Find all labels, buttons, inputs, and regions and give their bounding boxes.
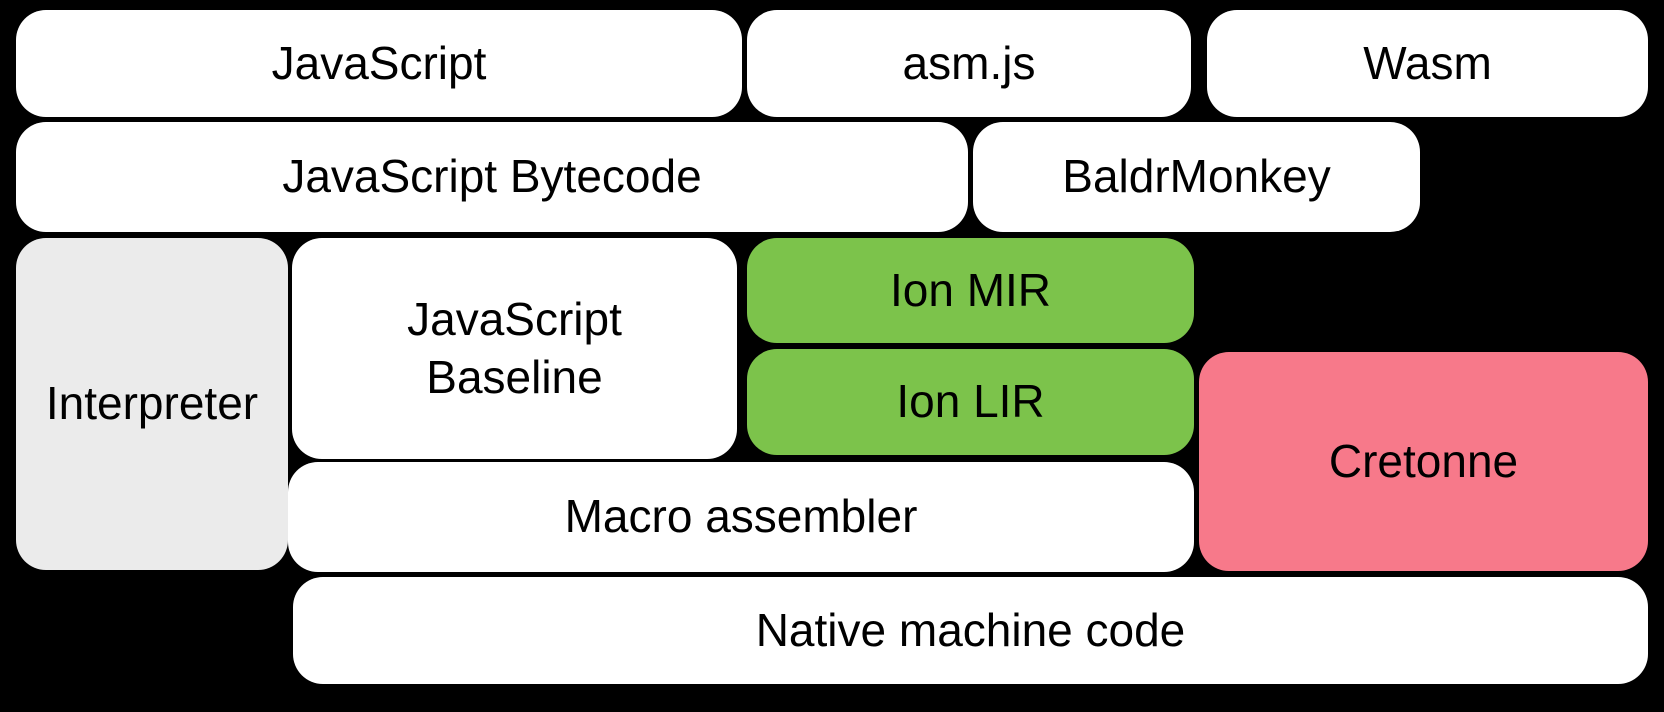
node-javascript-baseline-label: JavaScript Baseline: [407, 293, 622, 403]
node-ion-mir-label: Ion MIR: [889, 263, 1052, 316]
node-native-machine-code-label: Native machine code: [755, 603, 1186, 656]
node-ion-mir: Ion MIR: [747, 238, 1194, 343]
node-interpreter-label: Interpreter: [45, 377, 259, 430]
node-native-machine-code: Native machine code: [293, 577, 1648, 684]
node-asmjs: asm.js: [747, 10, 1191, 117]
node-wasm-label: Wasm: [1363, 36, 1492, 89]
node-baldrmonkey: BaldrMonkey: [973, 122, 1420, 232]
node-interpreter: Interpreter: [16, 238, 288, 570]
node-javascript-label: JavaScript: [271, 36, 487, 89]
node-javascript-bytecode-label: JavaScript Bytecode: [282, 150, 702, 203]
node-asmjs-label: asm.js: [902, 36, 1036, 89]
node-ion-lir-label: Ion LIR: [896, 375, 1045, 428]
node-javascript-baseline: JavaScript Baseline: [292, 238, 737, 459]
node-macro-assembler: Macro assembler: [288, 462, 1194, 572]
node-cretonne: Cretonne: [1199, 352, 1648, 571]
node-cretonne-label: Cretonne: [1328, 434, 1519, 487]
node-javascript-bytecode: JavaScript Bytecode: [16, 122, 968, 232]
node-baldrmonkey-label: BaldrMonkey: [1062, 150, 1331, 203]
node-wasm: Wasm: [1207, 10, 1648, 117]
node-macro-assembler-label: Macro assembler: [564, 490, 918, 543]
node-ion-lir: Ion LIR: [747, 349, 1194, 455]
node-javascript: JavaScript: [16, 10, 742, 117]
